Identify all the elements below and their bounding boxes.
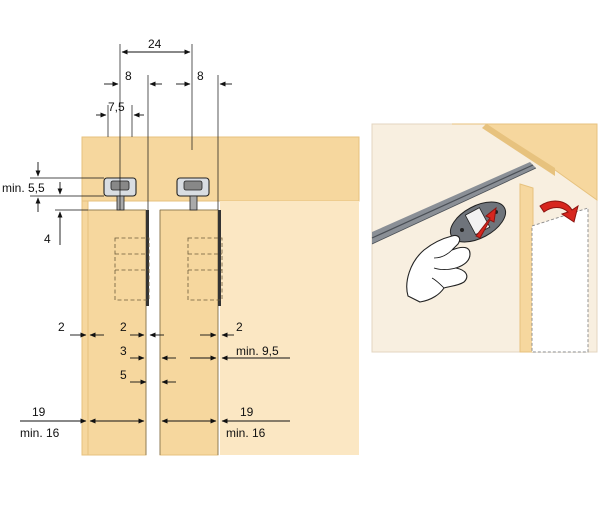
back-board bbox=[220, 201, 359, 455]
dim-8-left: 8 bbox=[125, 69, 132, 83]
red-push-arrow-icon bbox=[475, 206, 497, 239]
cabinet-cross-section bbox=[81, 136, 360, 456]
dim-19-left: 19 bbox=[32, 405, 46, 419]
door-panel-front bbox=[87, 209, 147, 456]
side-wall bbox=[81, 200, 89, 456]
dim-min-5-5: min. 5,5 bbox=[2, 181, 45, 195]
dim-2-mid: 2 bbox=[120, 320, 127, 334]
dim-8-right: 8 bbox=[197, 69, 204, 83]
inset-door-outline bbox=[531, 207, 589, 353]
door-edge-strip-1 bbox=[146, 210, 149, 306]
hidden-fitting-2 bbox=[187, 237, 223, 301]
dim-3: 3 bbox=[120, 344, 127, 358]
dimension-lines bbox=[20, 44, 290, 424]
dim-4: 4 bbox=[44, 232, 51, 246]
hand-pressing-release-clip-icon bbox=[406, 234, 471, 303]
dim-24: 24 bbox=[148, 37, 162, 51]
inset-ceiling bbox=[452, 123, 598, 201]
dim-min-16-right: min. 16 bbox=[226, 426, 266, 440]
roller-carriage-2 bbox=[176, 177, 210, 211]
hidden-fitting-1 bbox=[114, 237, 150, 301]
door-panel-rear bbox=[159, 209, 219, 456]
red-curved-arrow-icon bbox=[539, 200, 579, 223]
dimension-labels: 24 8 8 7,5 min. 5,5 4 2 2 2 3 min. 9,5 5… bbox=[2, 37, 279, 440]
dim-7-5: 7,5 bbox=[108, 100, 125, 114]
dim-19-right: 19 bbox=[240, 405, 254, 419]
door-edge-strip-2 bbox=[218, 210, 221, 306]
dim-min-16-left: min. 16 bbox=[20, 426, 60, 440]
inset-rail bbox=[371, 162, 537, 245]
inset-illustration bbox=[371, 123, 598, 353]
dim-5: 5 bbox=[120, 368, 127, 382]
dim-2-left: 2 bbox=[58, 320, 65, 334]
dim-min-9-5: min. 9,5 bbox=[236, 344, 279, 358]
dim-2-right: 2 bbox=[236, 320, 243, 334]
inset-side-board bbox=[519, 183, 534, 353]
